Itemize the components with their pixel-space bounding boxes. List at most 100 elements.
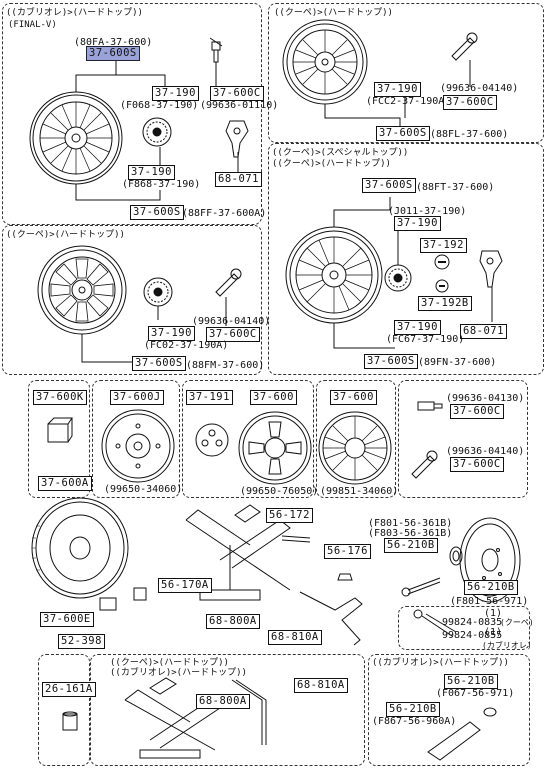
part-number-56-210B[interactable]: 56-210B bbox=[464, 580, 518, 595]
lock-key-icon bbox=[225, 120, 249, 158]
part-ref: (88FL-37-600) bbox=[430, 129, 509, 140]
part-ref: (F803-56-361B) bbox=[368, 528, 453, 539]
jack-handle-icon bbox=[281, 535, 311, 543]
lock-key-icon bbox=[479, 250, 503, 288]
part-number-37-600S[interactable]: 37-600S bbox=[86, 46, 140, 61]
part-number-68-071[interactable]: 68-071 bbox=[215, 172, 262, 187]
part-number-37-190[interactable]: 37-190 bbox=[128, 165, 175, 180]
section-cabriolet-tools bbox=[368, 654, 530, 766]
wrench-icon bbox=[299, 591, 363, 646]
part-number-37-600S[interactable]: 37-600S bbox=[376, 126, 430, 141]
clip-icon bbox=[47, 417, 73, 443]
part-number-37-600S[interactable]: 37-600S bbox=[362, 178, 416, 193]
part-number-68-071[interactable]: 68-071 bbox=[460, 324, 507, 339]
section-cabriolet-hardtop-final-v bbox=[2, 3, 262, 225]
center-cap-icon bbox=[384, 264, 412, 292]
part-ref: (80FA-37-600) bbox=[74, 37, 153, 48]
section-37-600K bbox=[28, 380, 90, 498]
valve-stem-icon bbox=[215, 268, 242, 297]
section-valves bbox=[398, 380, 528, 498]
part-number-37-600C[interactable]: 37-600C bbox=[206, 327, 260, 342]
part-number-37-600E[interactable]: 37-600E bbox=[40, 612, 94, 627]
part-number-37-600S[interactable]: 37-600S bbox=[130, 205, 184, 220]
part-number-37-600K[interactable]: 37-600K bbox=[33, 390, 87, 405]
part-number-37-600J[interactable]: 37-600J bbox=[110, 390, 164, 405]
part-ref: (99636-04140) bbox=[440, 83, 519, 94]
part-ref: (89FN-37-600) bbox=[418, 357, 497, 368]
part-number-37-600C[interactable]: 37-600C bbox=[450, 404, 504, 419]
part-ref: (88FF-37-600A) bbox=[182, 208, 267, 219]
section-heading: ((クーペ)>(スペシャルトップ)) bbox=[272, 148, 409, 158]
part-number-37-600S[interactable]: 37-600S bbox=[132, 356, 186, 371]
part-number-37-600C[interactable]: 37-600C bbox=[210, 86, 264, 101]
part-ref: (88FM-37-600) bbox=[186, 360, 265, 371]
valve-stem-icon bbox=[417, 401, 443, 411]
part-number-37-600C[interactable]: 37-600C bbox=[450, 457, 504, 472]
spare-wheel-icon bbox=[101, 409, 175, 483]
part-number-56-176[interactable]: 56-176 bbox=[324, 544, 371, 559]
tire-icon bbox=[31, 497, 129, 599]
part-number-26-161A[interactable]: 26-161A bbox=[42, 682, 96, 697]
section-heading: ((クーペ)>(ハードトップ)) bbox=[272, 159, 391, 169]
part-number-56-210B[interactable]: 56-210B bbox=[384, 538, 438, 553]
part-number-37-600S[interactable]: 37-600S bbox=[364, 354, 418, 369]
part-number-37-600[interactable]: 37-600 bbox=[330, 390, 377, 405]
section-heading: ((クーペ)>(ハードトップ)) bbox=[110, 658, 229, 668]
part-ref: (F867-56-960A) bbox=[372, 716, 457, 727]
cap-nut-icon bbox=[62, 711, 78, 731]
bolt-icon bbox=[413, 609, 457, 637]
part-number-68-810A[interactable]: 68-810A bbox=[268, 630, 322, 645]
part-number-37-191[interactable]: 37-191 bbox=[186, 390, 233, 405]
part-number-37-190[interactable]: 37-190 bbox=[152, 86, 199, 101]
part-number-37-190[interactable]: 37-190 bbox=[394, 320, 441, 335]
part-number-68-800A[interactable]: 68-800A bbox=[196, 694, 250, 709]
part-ref: (99636-01110) bbox=[200, 100, 279, 111]
part-ref: (99636-04140) bbox=[446, 446, 525, 457]
section-subheading: (FINAL-V) bbox=[8, 20, 57, 30]
part-number-37-190[interactable]: 37-190 bbox=[394, 216, 441, 231]
part-note: (カブリオレ) bbox=[482, 641, 532, 650]
part-number-37-190[interactable]: 37-190 bbox=[148, 326, 195, 341]
spare-tire-cover-icon bbox=[459, 517, 521, 603]
part-number-99824-0855[interactable]: 99824-0855 bbox=[442, 630, 503, 641]
part-ref: (F068-37-190) bbox=[120, 100, 199, 111]
part-ref: (F801-56-971) bbox=[450, 596, 529, 607]
part-number-68-810A[interactable]: 68-810A bbox=[294, 678, 348, 693]
part-number-56-172[interactable]: 56-172 bbox=[266, 508, 313, 523]
part-ref: (FC02-37-190A) bbox=[144, 340, 229, 351]
wheel-lattice-icon bbox=[29, 91, 123, 185]
part-ref: (J011-37-190) bbox=[388, 206, 467, 217]
part-number-37-600C[interactable]: 37-600C bbox=[443, 95, 497, 110]
part-number-56-170A[interactable]: 56-170A bbox=[158, 578, 212, 593]
nut-icon bbox=[337, 573, 353, 581]
section-26-161A bbox=[38, 654, 90, 766]
center-cap-icon bbox=[143, 277, 173, 307]
part-ref: (FC67-37-190) bbox=[386, 334, 465, 345]
part-number-56-210B[interactable]: 56-210B bbox=[386, 702, 440, 717]
part-ref: (88FT-37-600) bbox=[416, 182, 495, 193]
part-number-56-210B[interactable]: 56-210B bbox=[444, 674, 498, 689]
scissor-jack-icon bbox=[185, 504, 291, 601]
steel-wheel-icon bbox=[238, 411, 312, 485]
wheel-lattice-icon bbox=[285, 226, 383, 324]
part-number-37-190[interactable]: 37-190 bbox=[374, 82, 421, 97]
part-number-37-600[interactable]: 37-600 bbox=[250, 390, 297, 405]
valve-stem-icon bbox=[209, 37, 223, 63]
part-ref: (99636-04130) bbox=[446, 393, 525, 404]
wheel-lattice-icon bbox=[282, 19, 368, 105]
part-number-99824-0835[interactable]: 99824-0835 bbox=[442, 617, 503, 628]
part-ref: (99636-04140) bbox=[192, 316, 271, 327]
part-number-52-398[interactable]: 52-398 bbox=[58, 634, 105, 649]
emblem-icon bbox=[435, 279, 449, 293]
hubcap-icon bbox=[195, 423, 229, 457]
part-number-68-800A[interactable]: 68-800A bbox=[206, 614, 260, 629]
jack-handle-icon bbox=[231, 679, 267, 745]
part-number-37-192[interactable]: 37-192 bbox=[420, 238, 467, 253]
part-ref: (F801-56-361B) bbox=[368, 518, 453, 529]
part-note: (クーペ) bbox=[500, 618, 534, 627]
section-coupe-hardtop-top-right bbox=[268, 3, 544, 143]
part-number-37-192B[interactable]: 37-192B bbox=[418, 296, 472, 311]
part-number-37-600A[interactable]: 37-600A bbox=[38, 476, 92, 491]
emblem-icon bbox=[434, 254, 450, 270]
